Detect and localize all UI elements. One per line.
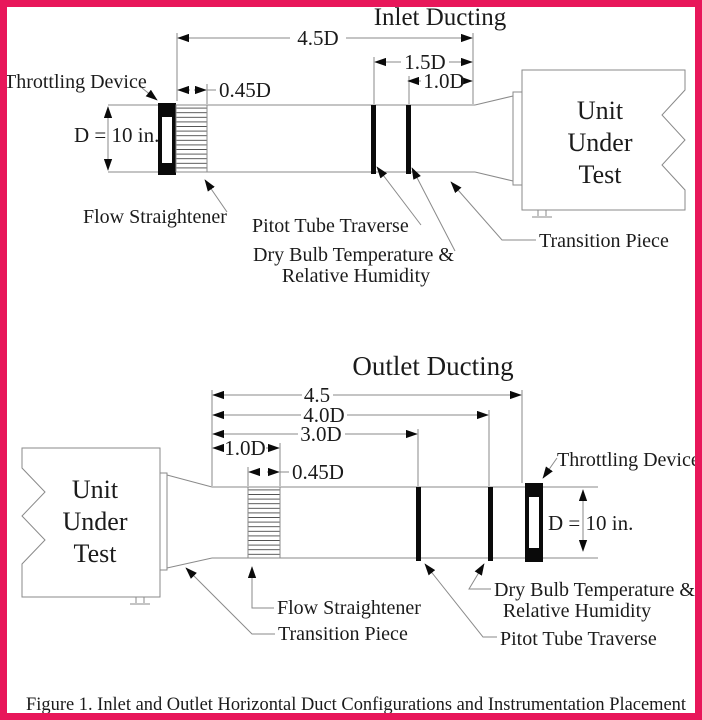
- outlet-transition-top: [166, 474, 213, 488]
- outlet-transition-bottom: [166, 557, 213, 569]
- inlet-diagram: Inlet Ducting 4.5D 1.5D 1.0D 0.45D D = 1…: [4, 4, 686, 287]
- inlet-flow-straightener: [175, 104, 208, 173]
- inlet-unit-under-test-box: [521, 69, 686, 211]
- outlet-unit-text-3: Test: [74, 539, 118, 568]
- outlet-dim-pitot: 3.0D: [300, 422, 341, 446]
- inlet-label-straightener: Flow Straightener: [83, 206, 227, 228]
- outlet-diagram: Outlet Ducting 4.5 4.0D 3.0D 1.0D 0.45D …: [21, 351, 700, 650]
- outlet-label-drybulb-2: Relative Humidity: [503, 600, 651, 622]
- figure-caption: Figure 1. Inlet and Outlet Horizontal Du…: [26, 694, 687, 715]
- outlet-unit-foot: [130, 597, 150, 605]
- outlet-drybulb-sensor-bar: [488, 487, 493, 561]
- inlet-pitot-tube-bar: [371, 105, 376, 174]
- inlet-dim-drybulb: 1.0D: [423, 69, 464, 93]
- outlet-label-transition: Transition Piece: [278, 623, 408, 645]
- leader-flow-straightener: [204, 179, 228, 213]
- outlet-unit-text-1: Unit: [72, 475, 119, 504]
- inlet-label-pitot: Pitot Tube Traverse: [252, 215, 409, 237]
- inlet-dim-total: 4.5D: [297, 26, 338, 50]
- outlet-unit-text-2: Under: [63, 507, 128, 536]
- outlet-label-drybulb-1: Dry Bulb Temperature &: [494, 579, 695, 601]
- outlet-unit-under-test-box: [21, 447, 161, 598]
- inlet-label-throttling: Throttling Device: [4, 71, 147, 93]
- inlet-unit-text-3: Test: [579, 160, 623, 189]
- inlet-dim-straightener: 0.45D: [219, 78, 271, 102]
- inlet-label-transition: Transition Piece: [539, 230, 669, 252]
- inlet-dim-pitot: 1.5D: [404, 50, 445, 74]
- outlet-throttling-device-window: [529, 497, 539, 548]
- leader-throttling: [542, 457, 558, 479]
- outlet-flow-straightener: [247, 486, 281, 559]
- inlet-unit-text-1: Unit: [577, 96, 624, 125]
- inlet-drybulb-sensor-bar: [406, 105, 411, 174]
- leader-drybulb: [411, 167, 456, 252]
- outlet-title: Outlet Ducting: [352, 351, 513, 381]
- inlet-throttling-device-window: [162, 117, 172, 163]
- leader-transition: [450, 181, 536, 241]
- leader-flow-straightener: [247, 566, 274, 609]
- outlet-dim-straightener: 0.45D: [292, 460, 344, 484]
- inlet-label-drybulb-2: Relative Humidity: [282, 265, 430, 287]
- outlet-dim-drybulb: 4.0D: [303, 403, 344, 427]
- outlet-label-throttling: Throttling Device: [557, 449, 700, 471]
- outlet-dim-straightener-end: 1.0D: [224, 436, 265, 460]
- inlet-unit-text-2: Under: [568, 128, 633, 157]
- inlet-unit-foot: [532, 210, 552, 218]
- leader-drybulb: [468, 563, 491, 590]
- leader-throttling: [141, 87, 158, 101]
- leader-pitot: [424, 563, 497, 638]
- inlet-title: Inlet Ducting: [374, 4, 507, 31]
- inlet-transition-bottom: [474, 171, 514, 182]
- outlet-pitot-tube-bar: [416, 487, 421, 561]
- inlet-dim-diameter: D = 10 in.: [74, 123, 159, 147]
- leader-transition: [185, 567, 275, 635]
- inlet-label-drybulb-1: Dry Bulb Temperature &: [253, 244, 454, 266]
- outlet-transition-flange: [159, 472, 168, 571]
- outlet-dim-diameter: D = 10 in.: [548, 511, 633, 535]
- inlet-transition-top: [474, 95, 514, 106]
- outlet-dim-total: 4.5: [304, 383, 330, 407]
- outlet-label-pitot: Pitot Tube Traverse: [500, 628, 657, 650]
- leader-pitot: [376, 166, 422, 226]
- outlet-label-straightener: Flow Straightener: [277, 597, 421, 619]
- inlet-transition-flange: [512, 91, 523, 186]
